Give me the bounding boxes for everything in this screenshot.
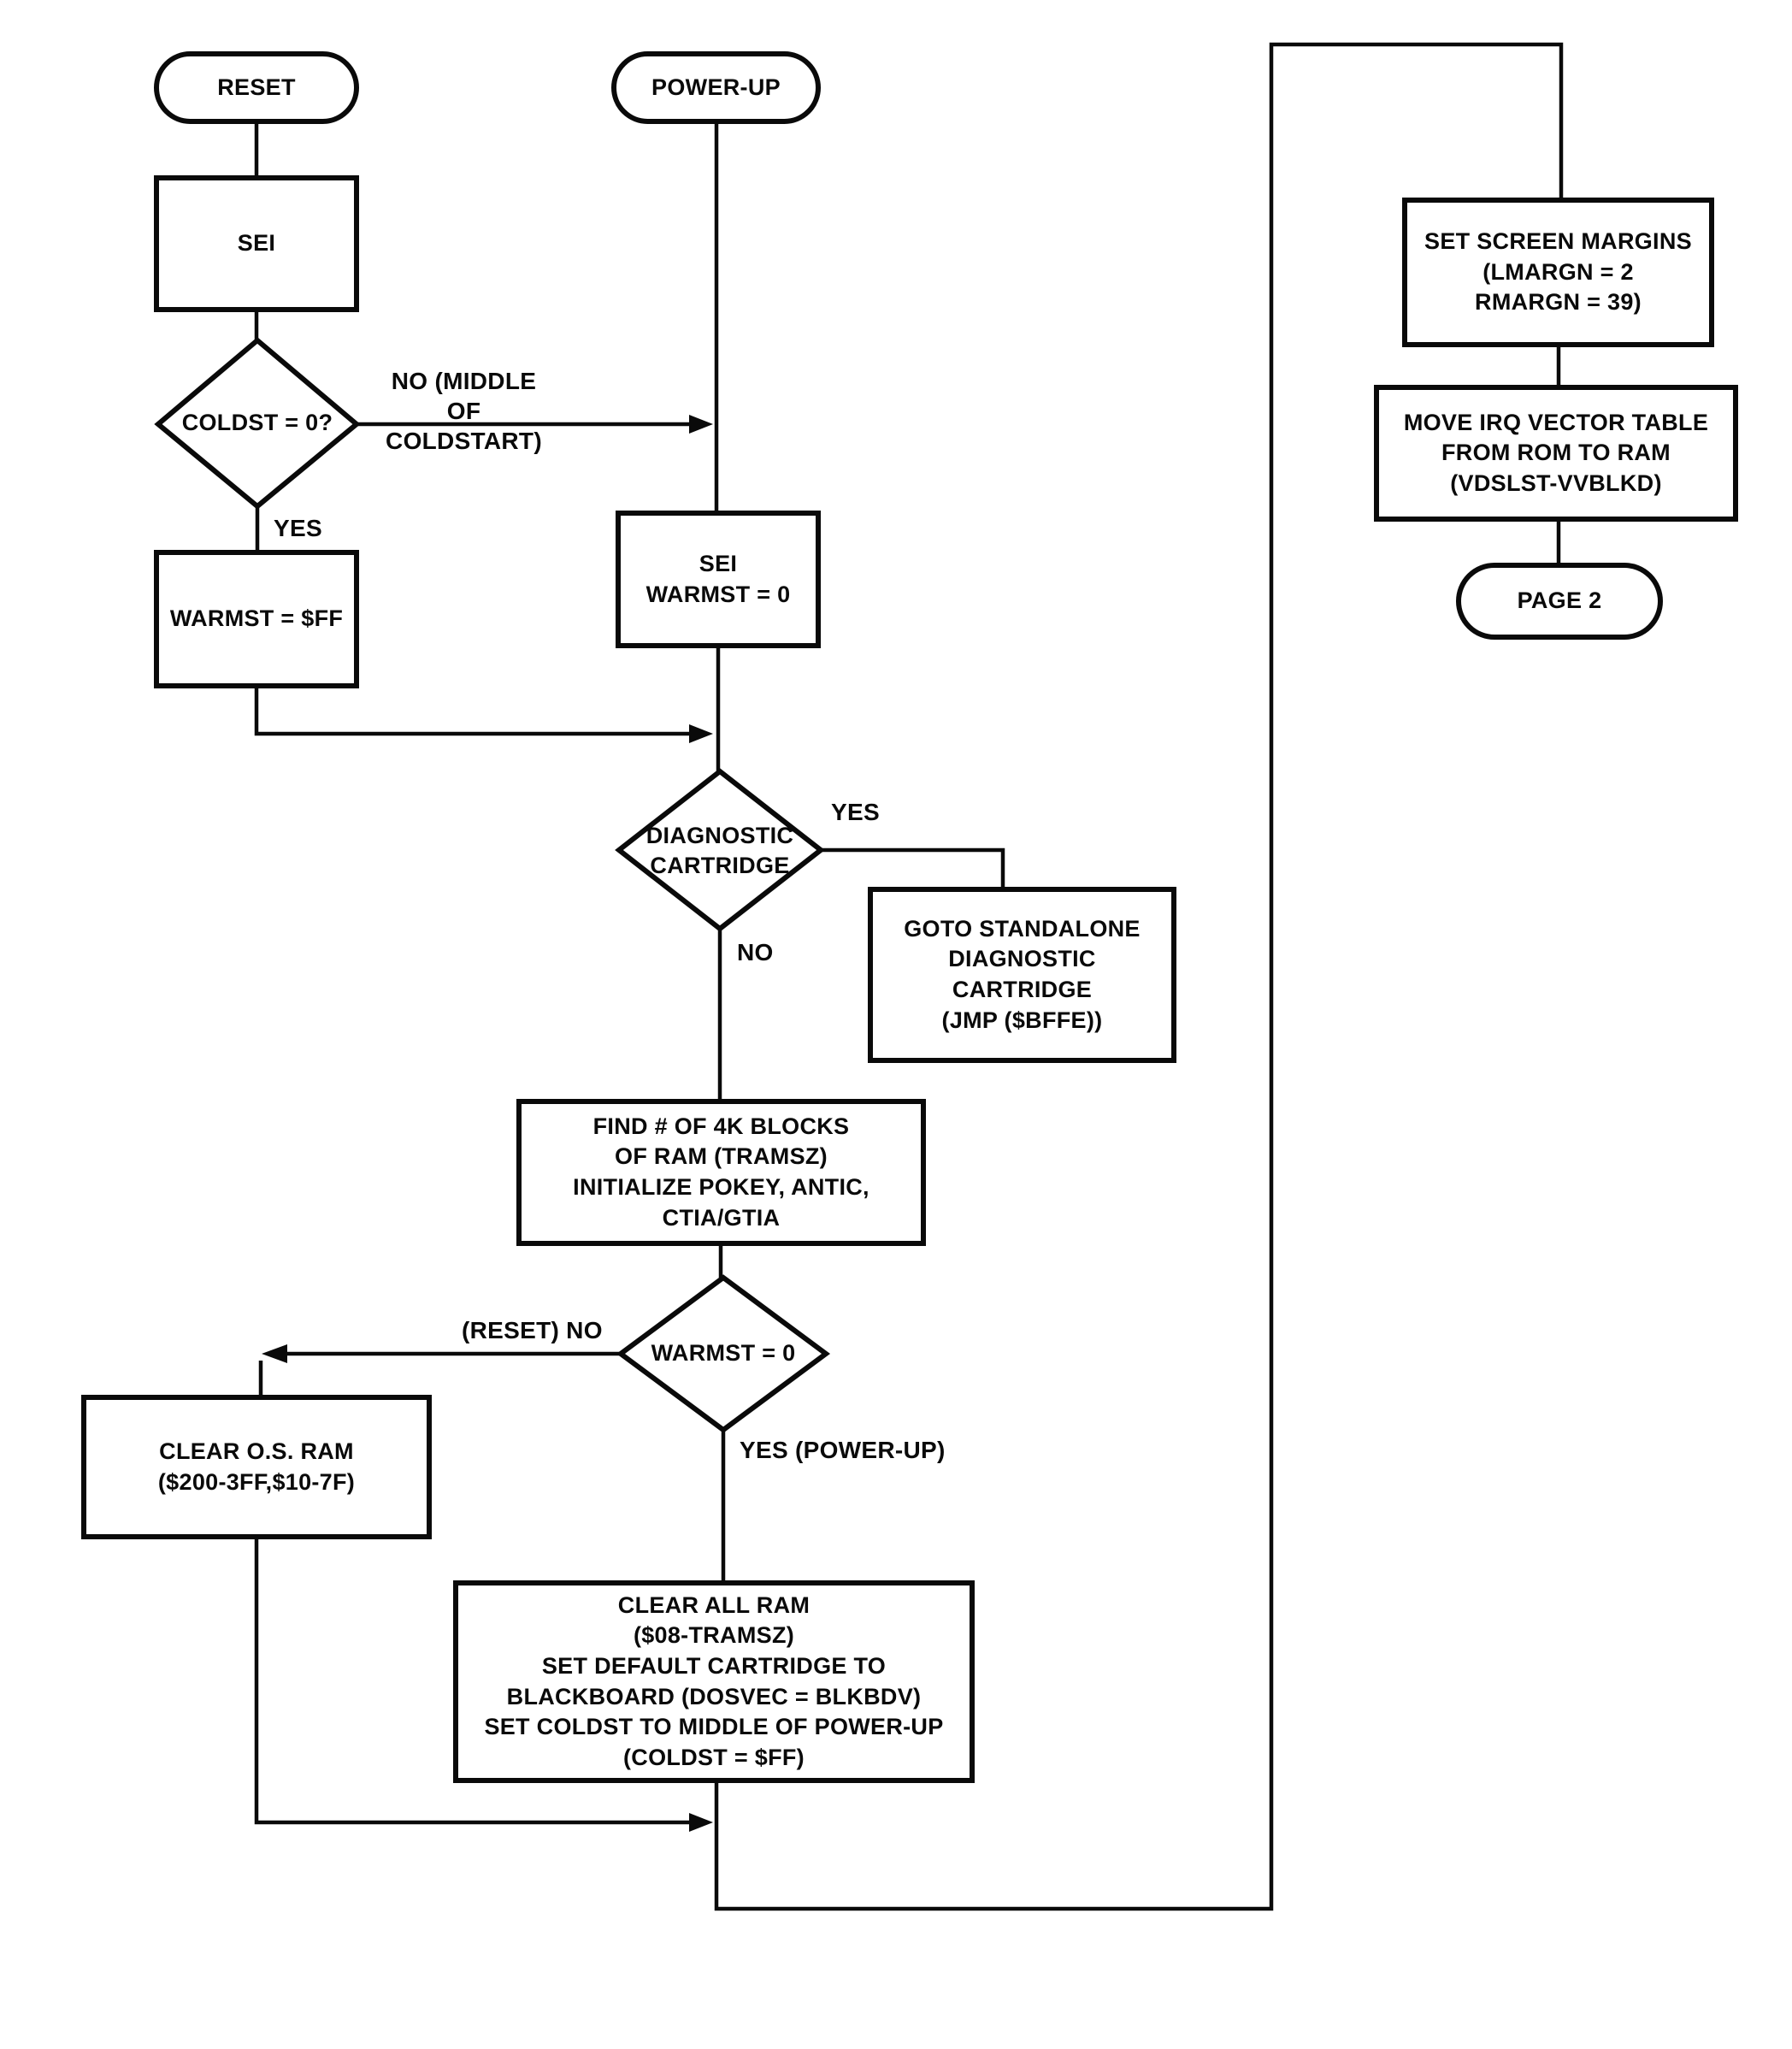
decision-diag-cart-shape [615, 768, 825, 932]
process-goto-diagnostic: GOTO STANDALONE DIAGNOSTIC CARTRIDGE (JM… [868, 887, 1176, 1063]
arrowhead-warmstff-merge [689, 724, 713, 743]
decision-coldst-shape [154, 337, 361, 510]
terminal-page2: PAGE 2 [1456, 563, 1663, 640]
edge-label-yes-diag: YES [831, 799, 880, 825]
process-find-ram: FIND # OF 4K BLOCKS OF RAM (TRAMSZ) INIT… [516, 1099, 926, 1246]
process-move-irq-vectors: MOVE IRQ VECTOR TABLE FROM ROM TO RAM (V… [1374, 385, 1738, 522]
edge-diag-yes [821, 847, 1005, 887]
arrowhead-coldst-no [689, 415, 713, 434]
process-clear-all-ram: CLEAR ALL RAM ($08-TRAMSZ) SET DEFAULT C… [453, 1580, 975, 1783]
decision-warmst-shape [616, 1274, 831, 1433]
edge-label-no-diag: NO [737, 939, 774, 965]
process-sei: SEI [154, 175, 359, 312]
edge-label-yes-power-up: YES (POWER-UP) [740, 1437, 946, 1463]
decision-warmst-label: WARMST = 0 [651, 1340, 796, 1367]
process-warmst-ff: WARMST = $FF [154, 550, 359, 688]
arrowhead-clearos-merge [689, 1813, 713, 1832]
process-sei-warmst0: SEI WARMST = 0 [616, 511, 821, 648]
edge-label-reset-no: (RESET) NO [462, 1317, 603, 1343]
terminal-power-up: POWER-UP [611, 51, 821, 124]
decision-diag-cart-label: DIAGNOSTIC CARTRIDGE [645, 822, 794, 878]
edge-clearos-merge [254, 1539, 689, 1825]
arrowhead-warmst-no [262, 1344, 287, 1363]
process-clear-os-ram: CLEAR O.S. RAM ($200-3FF,$10-7F) [81, 1395, 432, 1539]
edge-label-no-middle-of-coldstart: NO (MIDDLE OF COLDSTART) [386, 368, 542, 454]
edge-clearall-loop [714, 42, 1564, 1911]
edge-label-yes-coldst: YES [274, 515, 322, 541]
process-set-screen-margins: SET SCREEN MARGINS (LMARGN = 2 RMARGN = … [1402, 198, 1714, 347]
edge-warmstff-merge [254, 688, 689, 736]
terminal-reset: RESET [154, 51, 359, 124]
decision-coldst-label: COLDST = 0? [181, 410, 333, 436]
